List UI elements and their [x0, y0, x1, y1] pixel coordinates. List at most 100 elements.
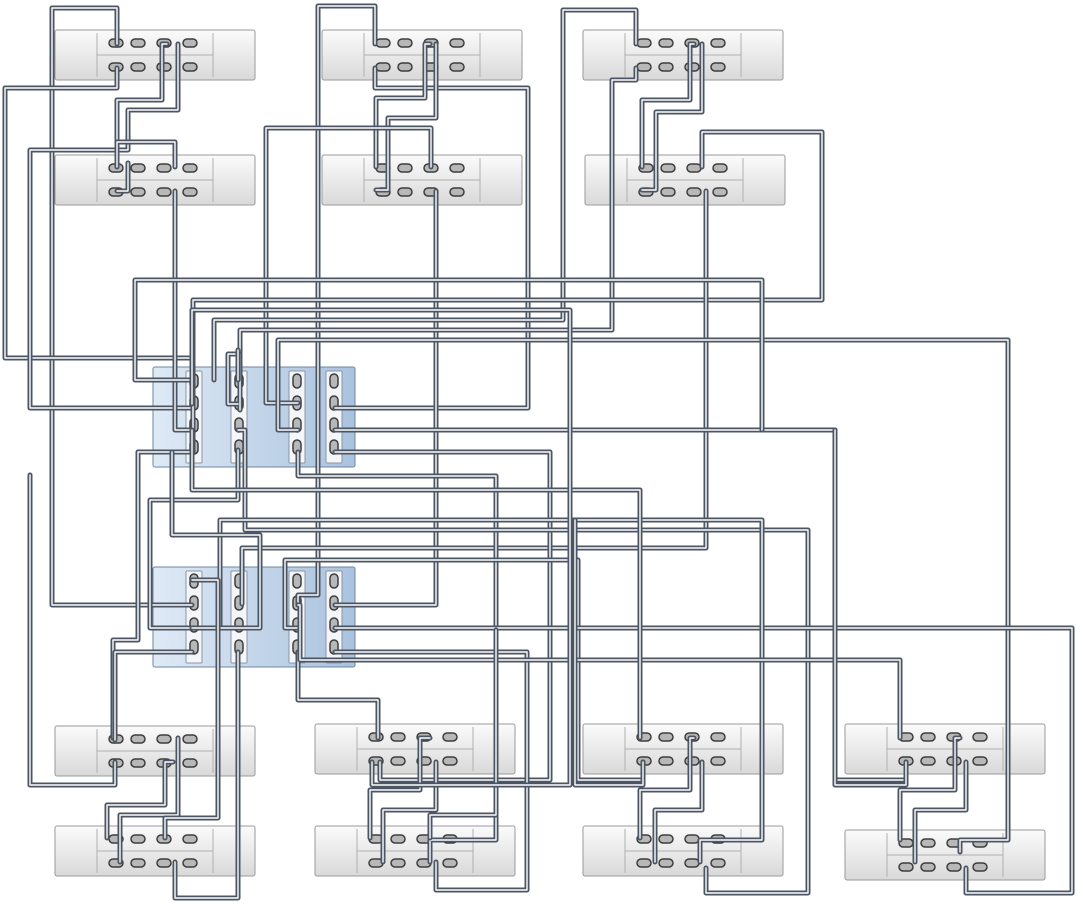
sas-cable — [897, 735, 963, 843]
sas-cable — [114, 139, 178, 170]
sas-cable — [239, 188, 709, 607]
sas-port — [397, 187, 413, 197]
sas-port — [684, 834, 700, 844]
sas-cable — [132, 277, 765, 433]
sas-cable — [172, 188, 195, 433]
sas-cable — [295, 649, 381, 741]
sas-port — [390, 858, 406, 868]
sas-port — [442, 732, 458, 742]
sas-port — [658, 834, 674, 844]
sas-port — [660, 187, 676, 197]
sas-cable — [332, 649, 530, 893]
sas-port — [710, 732, 726, 742]
sas-port — [972, 756, 988, 766]
sas-port — [658, 858, 674, 868]
sas-port — [898, 862, 914, 872]
sas-cable — [832, 427, 909, 788]
sas-port — [442, 858, 458, 868]
sas-port — [130, 834, 146, 844]
sas-port — [946, 862, 962, 872]
sas-port — [710, 858, 726, 868]
sas-port — [660, 163, 676, 173]
hba-port — [292, 573, 302, 589]
sas-port — [710, 62, 726, 72]
sas-port — [658, 732, 674, 742]
sas-port — [182, 858, 198, 868]
sas-cable — [332, 65, 531, 411]
sas-cable — [295, 602, 903, 741]
bottom-shelf-1-2 — [314, 723, 516, 775]
sas-port — [130, 734, 146, 744]
sas-cable — [112, 649, 195, 743]
top-shelf-2-3 — [584, 154, 786, 206]
bottom-shelf-1-1 — [54, 725, 256, 777]
sas-port — [449, 163, 465, 173]
sas-port — [712, 187, 728, 197]
sas-port — [182, 163, 198, 173]
sas-port — [710, 38, 726, 48]
sas-port — [686, 187, 702, 197]
bottom-shelf-2-4 — [844, 829, 1046, 881]
sas-port — [156, 858, 172, 868]
sas-cable — [637, 735, 697, 841]
sas-port — [920, 756, 936, 766]
bottom-shelf-2-2 — [314, 825, 516, 877]
sas-port — [390, 834, 406, 844]
sas-port — [397, 38, 413, 48]
top-shelf-1-2 — [321, 29, 523, 81]
sas-port — [182, 734, 198, 744]
sas-port — [920, 862, 936, 872]
sas-port — [130, 163, 146, 173]
sas-port — [156, 187, 172, 197]
sas-port — [658, 756, 674, 766]
sas-cable — [237, 65, 639, 406]
sas-port — [130, 858, 146, 868]
sas-port — [182, 834, 198, 844]
bottom-shelf-1-4 — [844, 723, 1046, 775]
sas-cable — [27, 472, 118, 788]
sas-cable — [332, 449, 553, 783]
top-shelf-1-1 — [54, 29, 256, 81]
sas-port — [182, 187, 198, 197]
sas-port — [397, 62, 413, 72]
sas-cable — [572, 517, 646, 788]
sas-cable — [114, 160, 131, 194]
sas-cable — [912, 759, 969, 865]
sas-port — [390, 756, 406, 766]
sas-port — [658, 62, 674, 72]
bottom-shelf-2-3 — [582, 825, 784, 877]
sas-cable — [373, 41, 439, 193]
sas-cable — [162, 577, 221, 841]
sas-port — [636, 38, 652, 48]
sas-port — [397, 163, 413, 173]
sas-cable — [275, 337, 1011, 855]
controllers — [152, 366, 356, 668]
controller-2 — [152, 566, 356, 668]
sas-port — [658, 38, 674, 48]
sas-port — [442, 756, 458, 766]
sas-port — [449, 187, 465, 197]
sas-cable — [114, 41, 170, 170]
bottom-shelf-2-1 — [54, 825, 256, 877]
sas-cable — [147, 447, 241, 631]
sas-port — [390, 732, 406, 742]
sas-port — [636, 858, 652, 868]
sas-cable — [332, 625, 1075, 896]
sas-port — [449, 38, 465, 48]
sas-port — [972, 732, 988, 742]
sas-cable — [427, 627, 499, 841]
hba-port — [329, 373, 339, 389]
sas-cable — [295, 3, 378, 608]
sas-port — [710, 756, 726, 766]
sas-cable — [189, 307, 573, 788]
sas-cable — [27, 41, 195, 411]
sas-cable — [639, 41, 697, 170]
sas-port — [712, 163, 728, 173]
sas-cable — [367, 735, 433, 841]
sas-port — [636, 62, 652, 72]
sas-port — [130, 758, 146, 768]
sas-cable — [172, 649, 241, 901]
sas-cable — [652, 759, 705, 865]
sas-cable — [169, 449, 263, 631]
